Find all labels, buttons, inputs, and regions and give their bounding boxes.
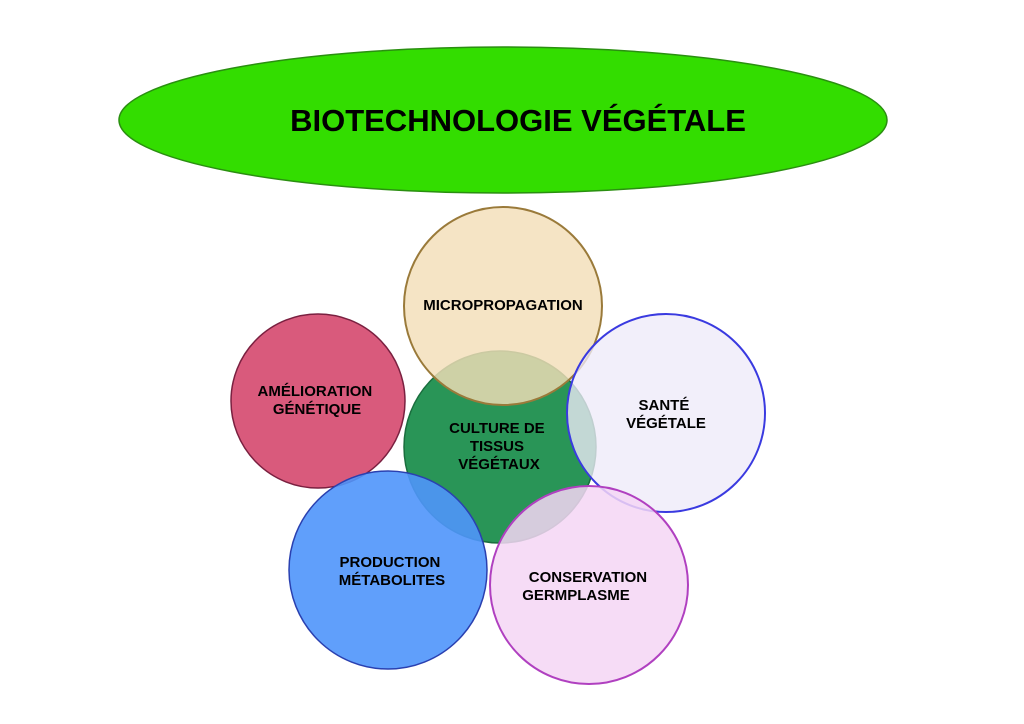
node-amelioration-genetique xyxy=(230,313,406,489)
title-ellipse xyxy=(118,46,888,194)
node-circle-production xyxy=(288,470,488,670)
node-circle-micropropagation xyxy=(403,206,603,406)
title-banner: BIOTECHNOLOGIE VÉGÉTALE xyxy=(118,46,888,194)
node-sante-vegetale xyxy=(566,313,766,513)
node-production-metabolites xyxy=(288,470,488,670)
node-circle-sante xyxy=(566,313,766,513)
label-conservation-line-2: GERMPLASME xyxy=(522,587,630,604)
label-center: CULTURE DE TISSUS VÉGÉTAUX xyxy=(449,420,549,473)
label-conservation-line-1: CONSERVATION xyxy=(529,569,647,586)
label-center-line-3: VÉGÉTAUX xyxy=(458,456,539,473)
node-conservation-germplasme xyxy=(489,485,689,685)
node-circle-conservation xyxy=(489,485,689,685)
node-circle-amelioration xyxy=(230,313,406,489)
node-micropropagation xyxy=(403,206,603,406)
label-sante: SANTÉ VÉGÉTALE xyxy=(626,397,706,432)
label-sante-line-2: VÉGÉTALE xyxy=(626,415,706,432)
label-amelioration-line-1: AMÉLIORATION xyxy=(258,383,373,400)
label-micropropagation: MICROPROPAGATION xyxy=(423,297,582,314)
label-amelioration: AMÉLIORATION GÉNÉTIQUE xyxy=(258,383,377,418)
label-micropropagation-line-1: MICROPROPAGATION xyxy=(423,297,582,314)
label-production-line-2: MÉTABOLITES xyxy=(339,572,445,589)
label-center-line-2: TISSUS xyxy=(470,438,524,455)
label-production-line-1: PRODUCTION xyxy=(339,554,440,571)
title-text: BIOTECHNOLOGIE VÉGÉTALE xyxy=(290,103,746,138)
label-center-line-1: CULTURE DE xyxy=(449,420,545,437)
label-sante-line-1: SANTÉ xyxy=(638,397,689,414)
node-labels: AMÉLIORATION GÉNÉTIQUE MICROPROPAGATION … xyxy=(258,297,706,604)
label-conservation: CONSERVATION GERMPLASME xyxy=(522,569,651,604)
label-production: PRODUCTION MÉTABOLITES xyxy=(339,554,445,589)
label-amelioration-line-2: GÉNÉTIQUE xyxy=(273,401,361,418)
